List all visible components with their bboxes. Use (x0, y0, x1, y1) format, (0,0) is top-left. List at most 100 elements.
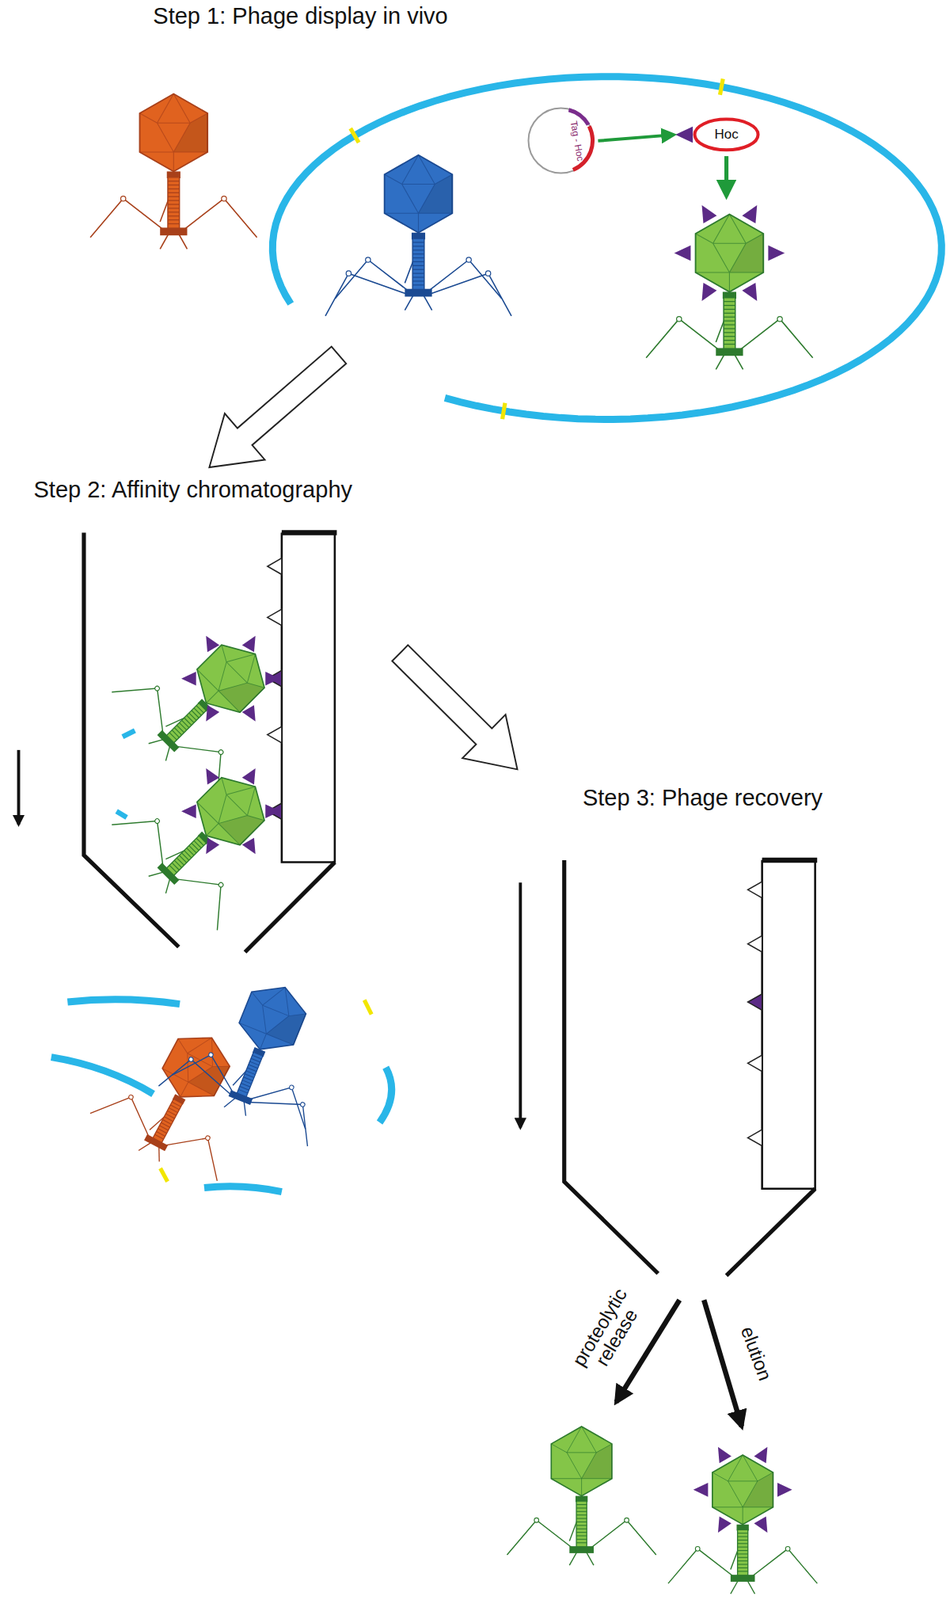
sheath-ring (167, 203, 180, 205)
sheath-ring (167, 184, 180, 186)
capsid-facets (695, 214, 764, 293)
sheath-ring (576, 1527, 587, 1529)
sheath-ring (412, 253, 425, 255)
sheath-ring (163, 1116, 173, 1121)
phage (325, 155, 512, 316)
sheath-ring (412, 245, 425, 247)
sheath-ring (167, 219, 180, 221)
sheath-ring (723, 308, 736, 310)
capsid-facets (184, 764, 277, 857)
column-wall (83, 532, 179, 947)
tail-sheath (166, 835, 206, 875)
tail-fiber (749, 1547, 817, 1583)
phage (158, 957, 360, 1147)
short-fiber (730, 1579, 739, 1594)
fiber-joint (208, 1051, 214, 1057)
node-outline (527, 106, 595, 175)
sheath-ring (576, 1520, 587, 1522)
tail-fiber (588, 1519, 656, 1555)
sheath-ring (155, 1130, 165, 1136)
flow-direction-arrow (703, 1299, 742, 1426)
fiber-joint (154, 684, 161, 692)
short-fiber (585, 1550, 594, 1566)
sheath-ring (737, 1556, 749, 1558)
fiber-joint (154, 817, 161, 825)
phage (90, 94, 258, 250)
sheath-ring (412, 261, 425, 263)
capsid (551, 1425, 612, 1496)
tag-peptide (693, 1482, 709, 1497)
phage (646, 201, 814, 369)
tail-fiber (158, 1051, 240, 1113)
column-wall (564, 859, 659, 1273)
column-wall (726, 1188, 816, 1276)
tail-fiber (425, 259, 502, 299)
step-label: Step 1: Phage display in vivo (152, 3, 448, 30)
capsid-facets (232, 976, 312, 1061)
tag-peptide (711, 1442, 731, 1463)
membrane-protein (364, 999, 372, 1015)
fiber-joint (534, 1516, 540, 1522)
fiber-joint (120, 196, 126, 202)
tag-peptide (200, 837, 220, 858)
plasmid: Tag - Hoc (527, 106, 595, 175)
capsid (184, 632, 277, 725)
capsid-shade (729, 233, 764, 273)
binding-site (748, 1128, 763, 1146)
assembly-arrow (724, 155, 729, 196)
sheath-ring (737, 1562, 749, 1564)
sheath-ring (723, 343, 736, 345)
expression-arrow (597, 134, 674, 141)
sheath-ring (248, 1064, 259, 1068)
fiber-joint (365, 257, 371, 263)
tail-sheath (412, 238, 425, 290)
fiber-joint (205, 1134, 211, 1140)
capsid-shade (742, 1471, 773, 1507)
sheath-ring (723, 312, 736, 314)
capsid (695, 214, 764, 293)
sheath-ring (737, 1542, 749, 1543)
fiber-joint (217, 748, 225, 756)
sheath-ring (576, 1523, 587, 1525)
sheath-ring (737, 1539, 749, 1540)
phage (506, 1425, 656, 1565)
sheath-ring (167, 188, 180, 190)
tag-peptide (741, 282, 764, 305)
sheath-ring (737, 1535, 749, 1536)
hoc-ellipse (695, 119, 759, 151)
capsid-shade (581, 1443, 612, 1479)
capsid (384, 155, 453, 233)
phage (668, 1442, 817, 1593)
tail-sheath (167, 177, 180, 229)
baseplate (228, 1089, 254, 1105)
sheath-ring (171, 1101, 181, 1106)
binding-site (267, 608, 282, 626)
short-fiber (423, 294, 433, 311)
sheath-ring (160, 1121, 170, 1127)
phage (104, 722, 319, 937)
short-fiber (178, 233, 187, 250)
tail-fiber (244, 1072, 318, 1129)
affinity-matrix (281, 532, 335, 862)
binding-site (267, 725, 282, 743)
short-fiber (734, 353, 744, 370)
sheath-ring (167, 200, 180, 202)
sheath-ring (723, 335, 736, 337)
membrane-protein (350, 128, 359, 143)
sheath-ring (723, 316, 736, 318)
capsid (154, 1023, 238, 1110)
sheath-ring (167, 196, 180, 198)
fiber-joint (695, 1545, 700, 1551)
capsid-shade (188, 1052, 230, 1096)
capsid (712, 1454, 774, 1524)
fiber-joint (128, 1093, 134, 1099)
sheath-ring (412, 265, 425, 266)
capsid (184, 764, 277, 857)
sheath-ring (737, 1566, 749, 1568)
fiber-joint (624, 1516, 630, 1522)
sheath-ring (576, 1517, 587, 1519)
cell-debris (51, 1056, 154, 1094)
fiber-joint (676, 316, 682, 322)
tail-fiber (668, 1547, 736, 1583)
short-fiber (747, 1579, 756, 1594)
